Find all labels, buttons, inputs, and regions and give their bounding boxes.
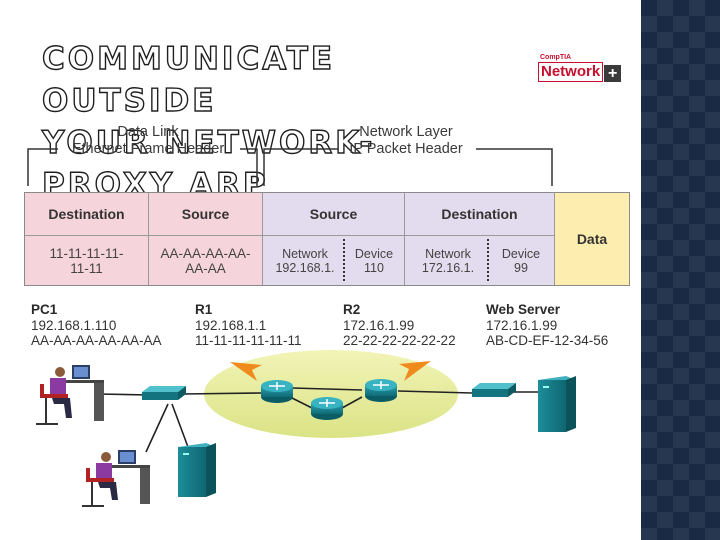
- ethernet-frame-header-label: Ethernet Frame Header: [71, 141, 225, 157]
- device-ip: 192.168.1.1: [195, 317, 267, 333]
- device-mac: AA-AA-AA-AA-AA-AA: [31, 333, 162, 348]
- device-ip: 172.16.1.99: [343, 317, 415, 333]
- logo-word: Network: [538, 62, 604, 82]
- web-server-icon: [538, 376, 576, 432]
- ip-source-network-value: 192.168.1.: [275, 261, 335, 275]
- mac-source-header: Source: [149, 193, 263, 235]
- device-name: Web Server: [486, 302, 561, 317]
- network-layer-title: Network Layer: [359, 124, 453, 140]
- device-name: R2: [343, 302, 361, 317]
- link-r1-r3: [291, 397, 313, 409]
- mac-destination-line-1: 11-11-11-11-: [49, 245, 124, 261]
- device-name: PC1: [31, 302, 58, 317]
- ip-destination-device: Device 99: [493, 247, 549, 275]
- wan-cloud: [204, 350, 458, 438]
- frame-table: Destination Source Source Destination Da…: [24, 192, 630, 286]
- ip-destination-divider: [487, 239, 489, 281]
- device-ip: 192.168.1.110: [31, 317, 117, 333]
- device-web-server: Web Server 172.16.1.99 AB-CD-EF-12-34-56: [486, 302, 608, 349]
- lan-server-icon: [178, 443, 216, 497]
- ethernet-bracket: [27, 148, 258, 186]
- link-r3-r2: [341, 396, 363, 409]
- switch-right-icon: [472, 383, 516, 397]
- data-link-title: Data Link: [117, 124, 179, 140]
- decorative-side-panel: [641, 0, 720, 540]
- ip-bracket: [263, 148, 553, 186]
- data-link-label: Data Link Ethernet Frame Header: [48, 124, 248, 158]
- link-r2-switch: [397, 390, 473, 394]
- mac-destination-header: Destination: [25, 193, 149, 235]
- network-plus-logo: CompTIA Network +: [538, 54, 622, 82]
- ip-destination-header: Destination: [405, 193, 555, 235]
- ip-source-device-value: 110: [364, 261, 384, 275]
- link-switch-pc2: [145, 403, 169, 453]
- ip-source-network-label: Network: [282, 247, 328, 261]
- header-brackets: [27, 148, 553, 186]
- ip-source-value: Network 192.168.1. Device 110: [263, 236, 405, 285]
- mac-destination-line-2: 11-11: [70, 260, 103, 276]
- ip-source-network: Network 192.168.1.: [269, 247, 341, 275]
- mac-destination-value: 11-11-11-11- 11-11: [25, 236, 149, 285]
- ip-destination-value: Network 172.16.1. Device 99: [405, 236, 555, 285]
- device-mac: 22-22-22-22-22-22: [343, 333, 456, 348]
- router-r2-icon: [365, 379, 397, 402]
- ip-source-divider: [343, 239, 345, 281]
- mac-source-line-1: AA-AA-AA-AA-: [160, 245, 251, 261]
- ip-destination-device-value: 99: [514, 261, 528, 275]
- pc2-workstation-icon: [82, 450, 150, 507]
- device-pc1: PC1 192.168.1.110 AA-AA-AA-AA-AA-AA: [31, 302, 162, 349]
- ip-packet-header-label: IP Packet Header: [349, 141, 463, 157]
- device-r1: R1 192.168.1.1 11-11-11-11-11-11: [195, 302, 302, 349]
- mac-source-line-2: AA-AA: [185, 260, 226, 276]
- ip-source-device-label: Device: [354, 247, 394, 261]
- ip-destination-device-label: Device: [501, 247, 541, 261]
- arrow-r2: [399, 361, 431, 381]
- title-line-1: COMMUNICATE OUTSIDE: [41, 40, 336, 119]
- device-ip: 172.16.1.99: [486, 317, 558, 333]
- ip-destination-network-label: Network: [425, 247, 471, 261]
- mac-source-value: AA-AA-AA-AA- AA-AA: [149, 236, 263, 285]
- logo-plus: +: [604, 65, 622, 82]
- link-pc1-switch: [97, 393, 151, 396]
- router-r1-icon: [261, 380, 293, 403]
- pc1-workstation-icon: [36, 365, 104, 425]
- network-layer-label: Network Layer IP Packet Header: [316, 124, 496, 158]
- device-name: R1: [195, 302, 213, 317]
- link-switch-server: [171, 403, 189, 448]
- row-divider: [25, 235, 555, 236]
- ip-destination-network: Network 172.16.1.: [411, 247, 485, 275]
- ip-destination-network-value: 172.16.1.: [421, 261, 475, 275]
- logo-wordmark: CompTIA Network: [538, 54, 604, 82]
- device-mac: AB-CD-EF-12-34-56: [486, 333, 609, 348]
- device-r2: R2 172.16.1.99 22-22-22-22-22-22: [343, 302, 456, 349]
- logo-brand: CompTIA: [540, 54, 572, 61]
- link-switch-r1: [181, 392, 263, 395]
- network-links: [97, 387, 540, 453]
- switch-left-icon: [142, 386, 186, 400]
- highlight-arrows: [230, 361, 431, 381]
- ip-source-header: Source: [263, 193, 405, 235]
- device-mac: 11-11-11-11-11-11: [195, 333, 302, 348]
- slide-title: COMMUNICATE OUTSIDE YOUR NETWORK- PROXY …: [41, 38, 522, 206]
- link-r1-r2: [291, 387, 363, 391]
- data-cell: Data: [555, 193, 629, 285]
- ip-source-device: Device 110: [347, 247, 401, 275]
- arrow-r1: [230, 362, 262, 381]
- router-middle-icon: [311, 397, 343, 420]
